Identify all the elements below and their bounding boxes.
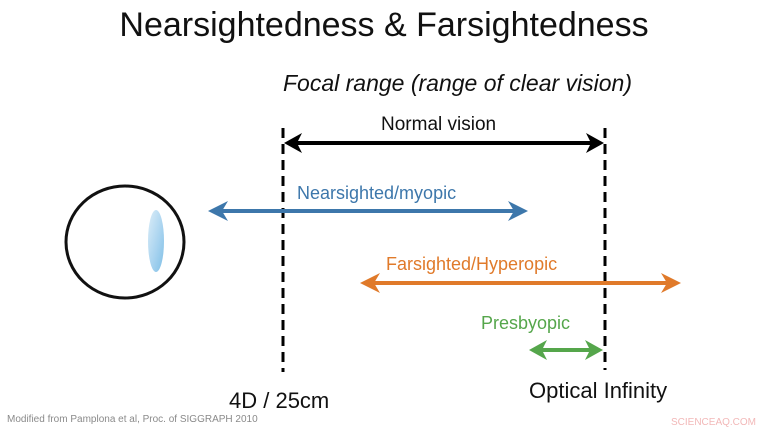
near-point-label: 4D / 25cm [229,388,330,413]
optical-infinity-label: Optical Infinity [529,378,668,403]
normal-vision-arrow [284,133,604,153]
presbyopic-label: Presbyopic [481,313,571,333]
subtitle: Focal range (range of clear vision) [283,70,632,96]
myopic-label: Nearsighted/myopic [297,183,457,203]
hyperopic-label: Farsighted/Hyperopic [386,254,558,274]
page-title: Nearsightedness & Farsightedness [119,6,649,44]
presbyopic-range-arrow [529,340,603,360]
source-credit: Modified from Pamplona et al, Proc. of S… [7,414,258,425]
watermark: SCIENCEAQ.COM [671,417,757,428]
normal-vision-label: Normal vision [381,114,497,135]
eye-icon [64,184,186,300]
hyperopic-range-arrow [360,273,681,293]
lens-icon [148,210,164,272]
myopic-range-arrow [208,201,528,221]
